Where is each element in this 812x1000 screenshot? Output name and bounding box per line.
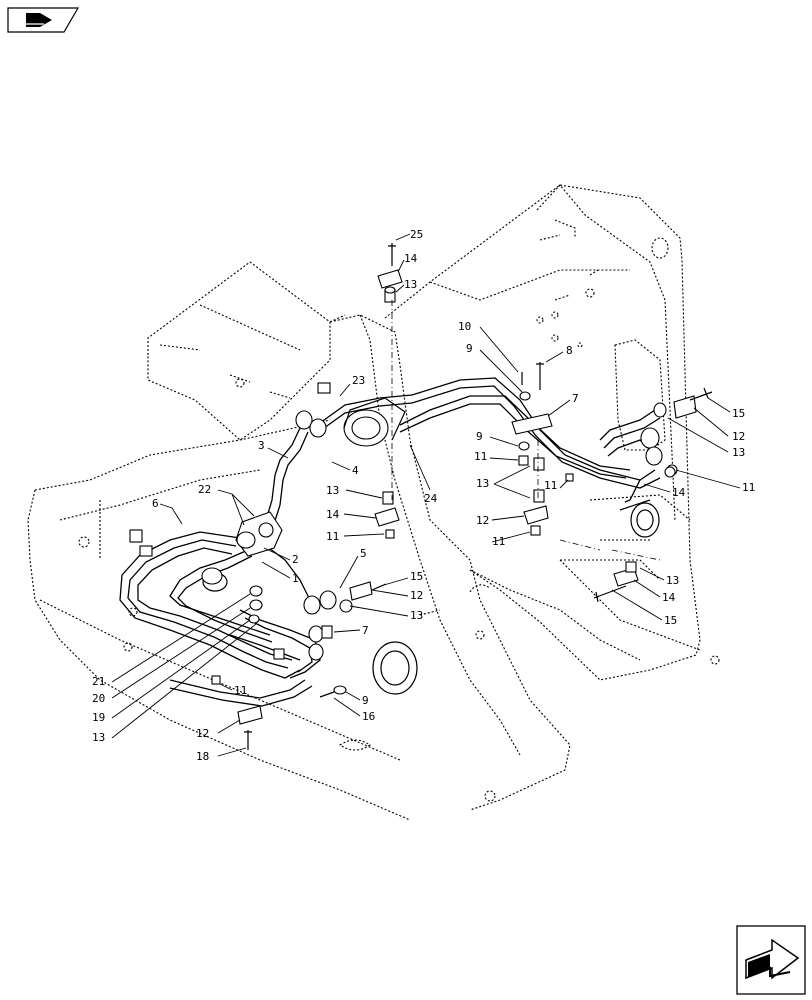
- callout-labels: 25 14 13 10 9 8 7 15 12 13 11 23 3 4 24 …: [92, 228, 755, 763]
- callout-15: 15: [410, 570, 423, 583]
- callout-14: 14: [326, 508, 340, 521]
- callout-16: 16: [362, 710, 375, 723]
- callout-11: 11: [474, 450, 487, 463]
- callout-11: 11: [234, 684, 247, 697]
- centerlines: [391, 300, 661, 561]
- hydraulic-pipes: [119, 377, 661, 707]
- callout-13: 13: [666, 574, 679, 587]
- callout-20: 20: [92, 692, 105, 705]
- callout-14: 14: [672, 486, 686, 499]
- callout-11: 11: [326, 530, 339, 543]
- callout-21: 21: [92, 675, 105, 688]
- callout-7: 7: [362, 624, 369, 637]
- callout-13: 13: [732, 446, 745, 459]
- book-icon[interactable]: [7, 7, 80, 33]
- callout-14: 14: [662, 591, 676, 604]
- callout-12: 12: [196, 727, 209, 740]
- callout-11: 11: [544, 479, 557, 492]
- callout-12: 12: [476, 514, 489, 527]
- callout-13: 13: [476, 477, 489, 490]
- callout-9: 9: [466, 342, 473, 355]
- callout-24: 24: [424, 492, 438, 505]
- callout-11: 11: [492, 535, 505, 548]
- callout-13: 13: [92, 731, 105, 744]
- callout-8: 8: [566, 344, 573, 357]
- callout-18: 18: [196, 750, 209, 763]
- next-page-arrow-icon[interactable]: [736, 925, 806, 995]
- callout-25: 25: [410, 228, 423, 241]
- leader-lines: [111, 233, 741, 757]
- callout-13: 13: [326, 484, 339, 497]
- callout-5: 5: [360, 547, 367, 560]
- fittings: [129, 243, 713, 750]
- callout-13: 13: [410, 609, 423, 622]
- callout-3: 3: [258, 439, 265, 452]
- callout-7: 7: [572, 392, 579, 405]
- callout-4: 4: [352, 464, 359, 477]
- callout-6: 6: [152, 497, 159, 510]
- callout-9: 9: [362, 694, 369, 707]
- frame-bosses: [202, 237, 669, 695]
- callout-14: 14: [404, 252, 418, 265]
- callout-12: 12: [732, 430, 745, 443]
- chassis-frame: [27, 184, 720, 821]
- callout-15: 15: [664, 614, 677, 627]
- callout-2: 2: [292, 553, 299, 566]
- callout-9: 9: [476, 430, 483, 443]
- callout-23: 23: [352, 374, 365, 387]
- callout-19: 19: [92, 711, 105, 724]
- callout-11: 11: [742, 481, 755, 494]
- callout-1: 1: [292, 572, 299, 585]
- callout-10: 10: [458, 320, 471, 333]
- callout-13: 13: [404, 278, 417, 291]
- callout-22: 22: [198, 483, 211, 496]
- callout-12: 12: [410, 589, 423, 602]
- callout-15: 15: [732, 407, 745, 420]
